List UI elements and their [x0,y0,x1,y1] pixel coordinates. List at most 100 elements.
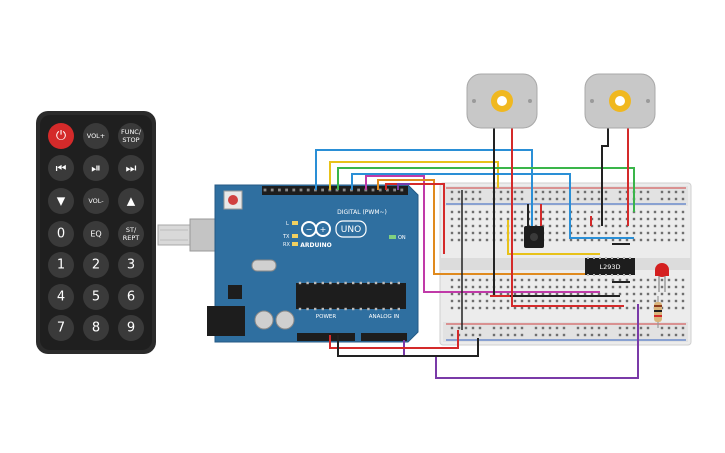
prev-button[interactable]: ⏮ [48,155,74,181]
svg-text:TX: TX [282,234,290,240]
hole [513,224,517,228]
hole [590,333,594,337]
hole [450,285,454,289]
hole [520,210,524,214]
hole [393,188,396,192]
wires [315,128,639,379]
hole [485,278,489,282]
hole [597,306,601,310]
down-button[interactable]: ▼ [48,188,74,214]
hole [471,190,475,194]
hole [632,292,636,296]
reset-button[interactable] [223,190,243,210]
hole [625,326,629,330]
hole [625,238,629,242]
hole [569,299,573,303]
hole [478,326,482,330]
hole [397,307,400,311]
power-button[interactable]: ⏻ [48,123,74,149]
one-button[interactable]: 1 [48,252,74,278]
svg-text:EQ: EQ [90,230,101,239]
hole [604,299,608,303]
hole [583,217,587,221]
hole [513,333,517,337]
hole [597,217,601,221]
hole [646,217,650,221]
hole [632,278,636,282]
hole [534,299,538,303]
hole [457,231,461,235]
hole [520,190,524,194]
hole [478,224,482,228]
hole [555,333,559,337]
svg-text:⏻: ⏻ [56,129,66,144]
svg-text:ON: ON [398,235,406,241]
hole [611,306,615,310]
hole [590,190,594,194]
hole [548,333,552,337]
hole [513,306,517,310]
hole [611,210,615,214]
svg-text:1: 1 [57,258,65,273]
hole [520,333,524,337]
hole [605,257,607,259]
hole [590,238,594,242]
two-button[interactable]: 2 [83,252,109,278]
wire-red [385,183,445,254]
hole [590,285,594,289]
hole [299,188,303,192]
hole [667,238,671,242]
wire-green [337,167,635,212]
hole [576,231,580,235]
hole [342,188,346,192]
hole [359,307,362,311]
eight-button[interactable]: 8 [83,315,109,341]
zero-button[interactable]: 0 [48,221,74,247]
ir-remote[interactable]: ⏻ VOL+ FUNC/ STOP ⏮ ⏯ ⏭ ▼ [36,111,156,354]
hole [629,257,631,259]
hole [597,238,601,242]
hole [667,306,671,310]
hole [604,197,608,201]
hole [374,307,378,311]
hole [471,217,475,221]
vol-down-button[interactable]: VOL- [83,188,109,214]
hole [674,333,678,337]
hole [604,190,608,194]
nine-button[interactable]: 9 [118,315,144,341]
hole [639,197,643,201]
six-button[interactable]: 6 [118,284,144,310]
hole [593,257,595,259]
hole [646,231,650,235]
hole [534,278,538,282]
hole [597,326,601,330]
hole [660,278,664,282]
up-button[interactable]: ▲ [118,188,144,214]
four-button[interactable]: 4 [48,284,74,310]
seven-button[interactable]: 7 [48,315,74,341]
five-button[interactable]: 5 [83,284,109,310]
hole [576,217,580,221]
hole [583,292,587,296]
hole [590,292,594,296]
hole [367,307,370,311]
st-rept-button[interactable]: ST/ REPT [118,221,144,247]
hole [555,217,559,221]
func-stop-button[interactable]: FUNC/ STOP [118,123,144,149]
three-button[interactable]: 3 [118,252,144,278]
hole [344,307,347,311]
hole [506,210,510,214]
hole [632,333,636,337]
hole [464,197,468,201]
vol-up-button[interactable]: VOL+ [83,123,109,149]
hole [555,190,559,194]
hole [555,292,559,296]
hole [681,231,685,235]
red-led [655,263,669,292]
play-pause-button[interactable]: ⏯ [83,155,109,181]
hole [506,306,510,310]
hole [576,278,580,282]
eq-button[interactable]: EQ [83,221,109,247]
svg-text:6: 6 [127,290,135,305]
next-button[interactable]: ⏭ [118,155,144,181]
